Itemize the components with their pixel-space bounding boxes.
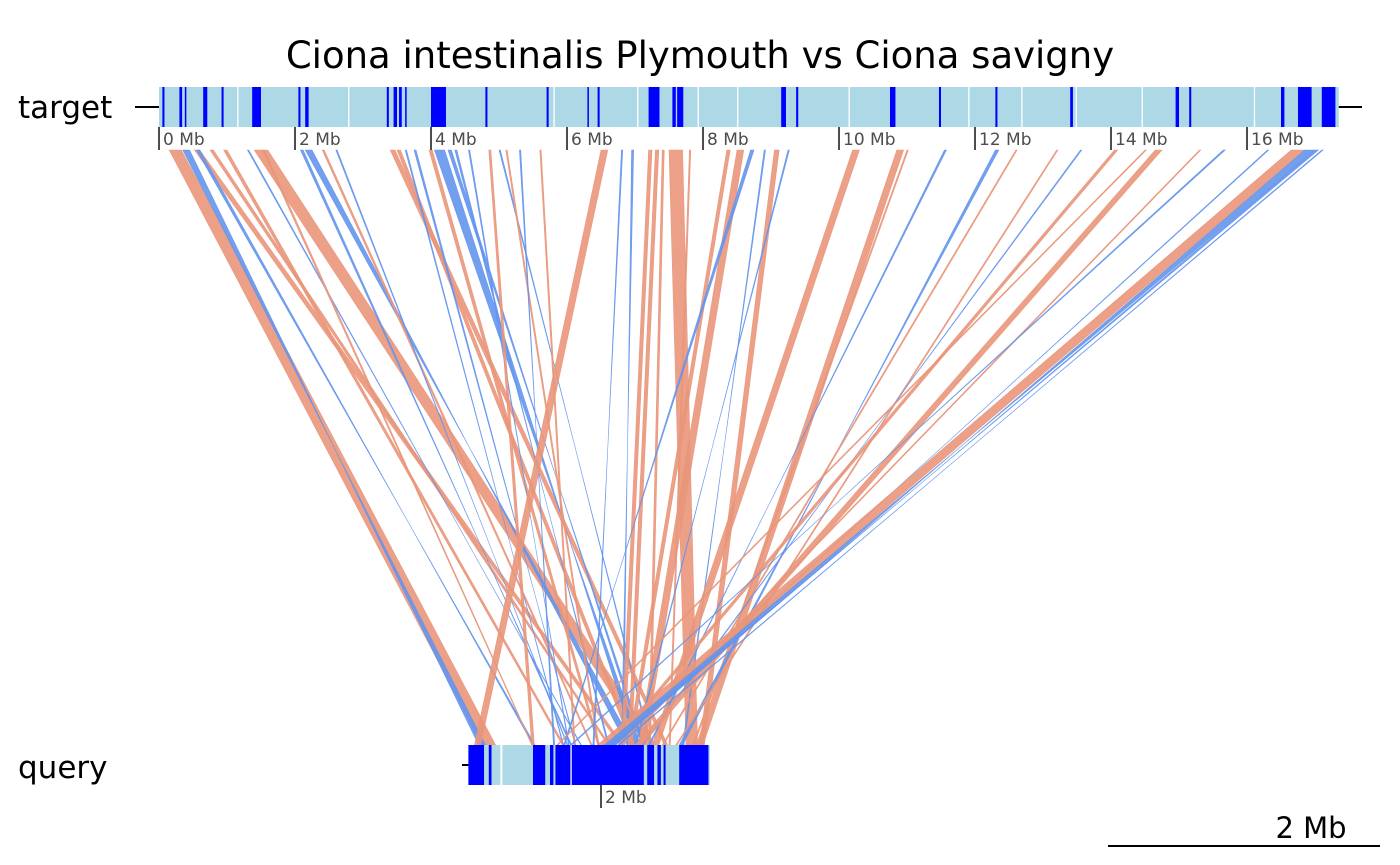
query-contig-gap bbox=[570, 745, 572, 785]
target-contig-bar bbox=[159, 87, 1339, 127]
target-block bbox=[781, 87, 786, 127]
target-tick-label: 8 Mb bbox=[707, 130, 749, 150]
query-block bbox=[555, 745, 571, 785]
target-tick-label: 10 Mb bbox=[843, 130, 896, 150]
target-block bbox=[672, 87, 676, 127]
target-contig-gap bbox=[968, 87, 970, 127]
target-contig-gap bbox=[1253, 87, 1256, 127]
target-block bbox=[162, 87, 165, 127]
target-block bbox=[203, 87, 208, 127]
target-tick-label: 0 Mb bbox=[163, 130, 205, 150]
synteny-link-forward bbox=[209, 149, 611, 746]
target-contig-gap bbox=[637, 87, 639, 127]
target-block bbox=[677, 87, 684, 127]
target-sequence: target 0 Mb 2 Mb 4 Mb 6 Mb 8 Mb 10 Mb 12 Mb 14 … bbox=[18, 87, 1362, 150]
query-block bbox=[657, 745, 661, 785]
target-block bbox=[1189, 87, 1192, 127]
target-block bbox=[386, 87, 389, 127]
synteny-link-forward bbox=[261, 149, 533, 746]
target-contig-gap bbox=[237, 87, 239, 127]
target-contig-gap bbox=[697, 87, 699, 127]
chart-title: Ciona intestinalis Plymouth vs Ciona sav… bbox=[286, 34, 1114, 77]
synteny-links bbox=[168, 149, 1324, 746]
query-block bbox=[533, 745, 546, 785]
target-contig-gap bbox=[348, 87, 350, 127]
query-block bbox=[663, 745, 666, 785]
synteny-link-reverse bbox=[519, 149, 556, 746]
query-block bbox=[468, 745, 485, 785]
query-label: query bbox=[18, 750, 108, 786]
target-tick-label: 2 Mb bbox=[299, 130, 341, 150]
target-contig-gap bbox=[1021, 87, 1023, 127]
target-block bbox=[485, 87, 488, 127]
target-block bbox=[1298, 87, 1312, 127]
target-tick-label: 6 Mb bbox=[571, 130, 613, 150]
target-block bbox=[393, 87, 397, 127]
target-block bbox=[252, 87, 261, 127]
target-block bbox=[995, 87, 998, 127]
query-block bbox=[550, 745, 554, 785]
target-block bbox=[1175, 87, 1179, 127]
target-contig-gap bbox=[848, 87, 850, 127]
synteny-link-reverse bbox=[335, 149, 569, 746]
scale-bar: 2 Mb bbox=[1108, 811, 1380, 847]
target-tick-label: 4 Mb bbox=[435, 130, 477, 150]
target-block bbox=[431, 87, 446, 127]
target-contig-gap bbox=[1075, 87, 1077, 127]
query-sequence: query 2 Mb bbox=[18, 745, 710, 808]
target-block bbox=[298, 87, 301, 127]
synteny-link-reverse bbox=[603, 149, 1316, 746]
target-block bbox=[938, 87, 941, 127]
target-block bbox=[1070, 87, 1073, 127]
target-tick-label: 16 Mb bbox=[1251, 130, 1304, 150]
target-label: target bbox=[18, 90, 112, 126]
target-contig-gap bbox=[737, 87, 739, 127]
target-block bbox=[587, 87, 589, 127]
target-contig-gap bbox=[553, 87, 555, 127]
target-contig-gap bbox=[1141, 87, 1143, 127]
target-block bbox=[179, 87, 183, 127]
synteny-link-forward bbox=[621, 149, 653, 746]
target-block bbox=[305, 87, 309, 127]
synteny-link-reverse bbox=[569, 149, 1227, 746]
target-block bbox=[796, 87, 799, 127]
target-tick-label: 12 Mb bbox=[979, 130, 1032, 150]
query-contig-gap bbox=[500, 745, 503, 785]
query-block bbox=[647, 745, 655, 785]
target-block bbox=[184, 87, 187, 127]
target-block bbox=[597, 87, 600, 127]
target-block bbox=[399, 87, 402, 127]
target-block bbox=[1281, 87, 1285, 127]
target-tick-label: 14 Mb bbox=[1115, 130, 1168, 150]
target-block bbox=[221, 87, 224, 127]
target-block bbox=[648, 87, 660, 127]
synteny-link-reverse bbox=[433, 149, 641, 746]
query-block bbox=[488, 745, 492, 785]
target-block bbox=[405, 87, 407, 127]
scale-bar-label: 2 Mb bbox=[1275, 811, 1346, 845]
synteny-link-forward bbox=[168, 149, 497, 746]
target-block bbox=[1321, 87, 1336, 127]
target-block bbox=[890, 87, 896, 127]
target-block bbox=[546, 87, 549, 127]
query-block bbox=[571, 745, 644, 785]
query-block bbox=[679, 745, 709, 785]
query-tick-label: 2 Mb bbox=[605, 788, 647, 808]
